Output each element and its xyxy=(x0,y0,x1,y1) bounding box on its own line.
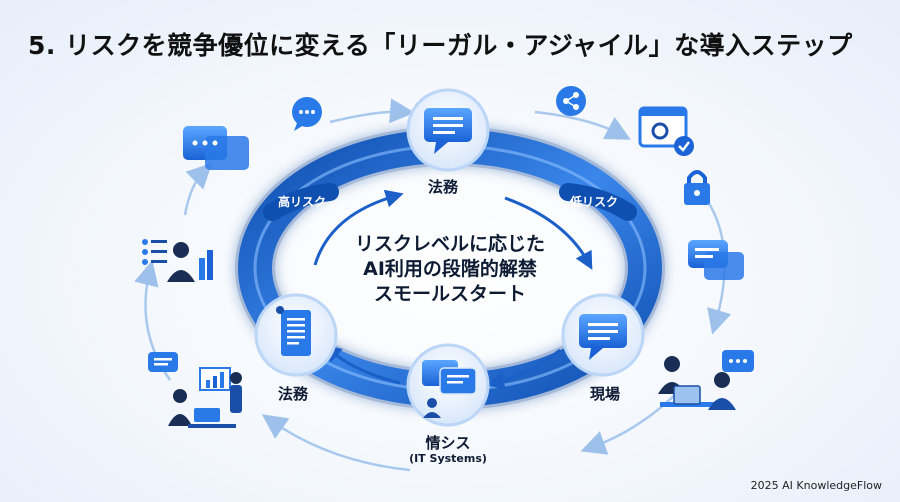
node-top xyxy=(406,88,490,172)
team-meeting-icon xyxy=(658,356,736,410)
lock-icon xyxy=(684,170,710,205)
laptop-user-icon xyxy=(168,367,242,428)
node-bottom-sublabel: (IT Systems) xyxy=(409,452,487,465)
node-top-label: 法務 xyxy=(428,178,459,196)
high-risk-pill-bg xyxy=(263,183,339,221)
footer-credit: 2025 AI KnowledgeFlow xyxy=(750,479,882,492)
node-right xyxy=(561,293,645,377)
chat-icon xyxy=(424,108,472,154)
low-risk-label: 低リスク xyxy=(570,195,619,209)
page-title: 5. リスクを競争優位に変える「リーガル・アジャイル」な導入ステップ xyxy=(28,31,853,60)
settings-check-icon xyxy=(638,106,694,156)
chat-icon xyxy=(422,360,477,395)
low-risk-pill-bg xyxy=(559,183,637,221)
chat-icon xyxy=(292,97,322,131)
share-icon xyxy=(556,86,586,116)
presentation-icon xyxy=(142,239,213,282)
chat-icon xyxy=(148,352,178,372)
high-risk-label: 高リスク xyxy=(278,195,327,209)
center-description: リスクレベルに応じた AI利用の段階的解禁 スモールスタート xyxy=(340,232,560,307)
document-icon xyxy=(276,306,311,356)
node-left-label: 法務 xyxy=(278,385,309,403)
center-line-3: スモールスタート xyxy=(373,283,526,305)
node-left xyxy=(254,293,338,377)
center-line-1: リスクレベルに応じた xyxy=(354,233,545,255)
inner-flow-arrows xyxy=(313,189,593,390)
center-line-2: AI利用の段階的解禁 xyxy=(363,258,537,280)
node-bottom xyxy=(406,343,490,427)
chat-icon xyxy=(688,240,744,280)
chat-icon xyxy=(722,350,754,372)
chat-icon xyxy=(183,126,249,170)
chat-icon xyxy=(579,314,627,360)
user-icon xyxy=(423,398,441,418)
node-right-label: 現場 xyxy=(590,385,621,403)
node-bottom-label: 情シス xyxy=(425,434,471,452)
